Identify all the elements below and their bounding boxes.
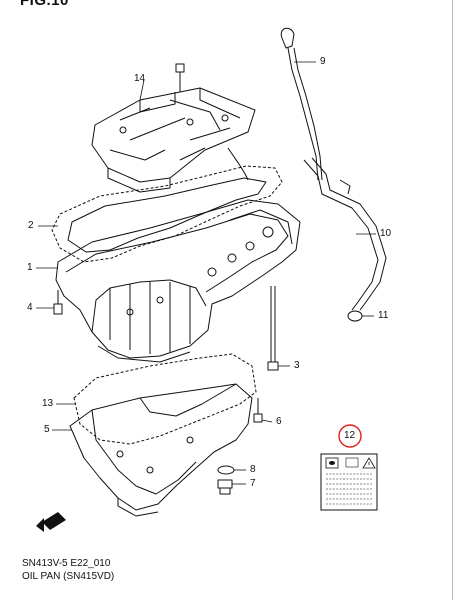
upper-oil-pan-part bbox=[55, 199, 301, 363]
callout-2: 2 bbox=[28, 220, 34, 231]
front-arrow-icon bbox=[36, 512, 66, 532]
strainer-tube-part bbox=[227, 147, 249, 181]
pan-bolt-part bbox=[253, 398, 263, 423]
callout-7: 7 bbox=[250, 478, 256, 489]
callout-13: 13 bbox=[42, 398, 54, 409]
lower-gasket-part bbox=[73, 353, 257, 445]
figure-title: OIL PAN (SN415VD) bbox=[22, 571, 115, 582]
drain-gasket-part bbox=[217, 465, 235, 475]
callout-11: 11 bbox=[378, 310, 389, 321]
oil-level-gauge-part bbox=[280, 27, 323, 181]
figure-code: SN413V-5 E22_010 bbox=[22, 558, 111, 569]
o-ring-part bbox=[347, 310, 363, 322]
baffle-plate-part bbox=[91, 87, 256, 193]
callout-5: 5 bbox=[44, 424, 50, 435]
upper-gasket-part bbox=[51, 165, 283, 263]
lower-oil-pan-part bbox=[69, 383, 253, 517]
callout-4: 4 bbox=[27, 302, 33, 313]
drain-plug-part bbox=[217, 479, 233, 495]
side-bolt-part bbox=[53, 290, 63, 315]
callout-leader-lines bbox=[36, 61, 376, 485]
callout-12: 12 bbox=[344, 430, 356, 441]
callout-1: 1 bbox=[27, 262, 33, 273]
callout-14: 14 bbox=[134, 73, 146, 84]
oil-gauge-guide-part bbox=[303, 157, 387, 311]
callout-8: 8 bbox=[250, 464, 256, 475]
page-border bbox=[452, 0, 453, 600]
callout-6: 6 bbox=[276, 416, 282, 427]
callout-10: 10 bbox=[380, 228, 392, 239]
caution-label-icon bbox=[320, 424, 378, 511]
callout-9: 9 bbox=[320, 56, 326, 67]
highlight-circle bbox=[338, 424, 362, 448]
callout-3: 3 bbox=[294, 360, 300, 371]
baffle-bolt-part bbox=[175, 63, 185, 92]
figure-header: FIG.10 bbox=[20, 0, 69, 9]
long-bolt-part bbox=[267, 286, 279, 371]
